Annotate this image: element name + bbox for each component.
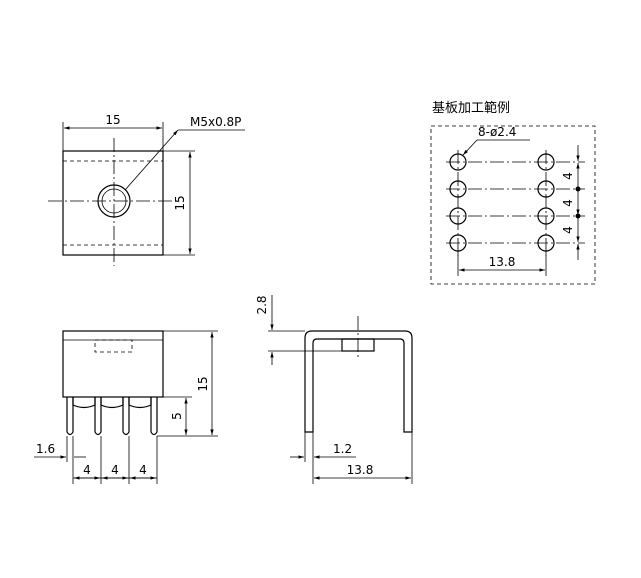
pcb-example: 基板加工範例 8-ø2.4 — [430, 101, 596, 285]
top-view-body — [62, 150, 164, 256]
pin-length-dim: 5 — [170, 412, 184, 420]
pcb-pitch-dim-3: 4 — [561, 226, 575, 234]
pitch-dim-2: 4 — [111, 463, 119, 477]
pitch-dim-1: 4 — [83, 463, 91, 477]
pcb-example-title: 基板加工範例 — [432, 101, 510, 116]
pitch-dim-3: 4 — [139, 463, 147, 477]
pcb-holes — [449, 153, 555, 252]
pcb-pitch-dim-2: 4 — [561, 199, 575, 207]
thread-leader — [124, 129, 179, 191]
front-height-dim: 15 — [196, 376, 210, 391]
pcb-span-dim: 13.8 — [489, 255, 516, 269]
pcb-hole-label: 8-ø2.4 — [478, 125, 516, 139]
pins — [66, 397, 158, 436]
pcb-centerlines — [446, 150, 585, 256]
front-view: 15 5 1.6 4 4 4 — [34, 330, 218, 484]
top-height-dim: 15 — [173, 195, 187, 210]
pcb-pitch-dim-1: 4 — [561, 172, 575, 180]
pin-width-dim: 1.6 — [36, 442, 55, 456]
front-view-body — [62, 330, 164, 398]
top-width-dim: 15 — [105, 113, 120, 127]
side-view: 2.8 1.2 13.8 — [255, 295, 413, 484]
side-view-outline — [304, 330, 413, 433]
top-view: 15 15 M5x0.8P — [48, 113, 245, 266]
side-thickness-dim: 1.2 — [333, 442, 352, 456]
side-span-dim: 13.8 — [347, 463, 374, 477]
thread-label: M5x0.8P — [190, 115, 241, 129]
side-top-dim: 2.8 — [255, 295, 269, 314]
